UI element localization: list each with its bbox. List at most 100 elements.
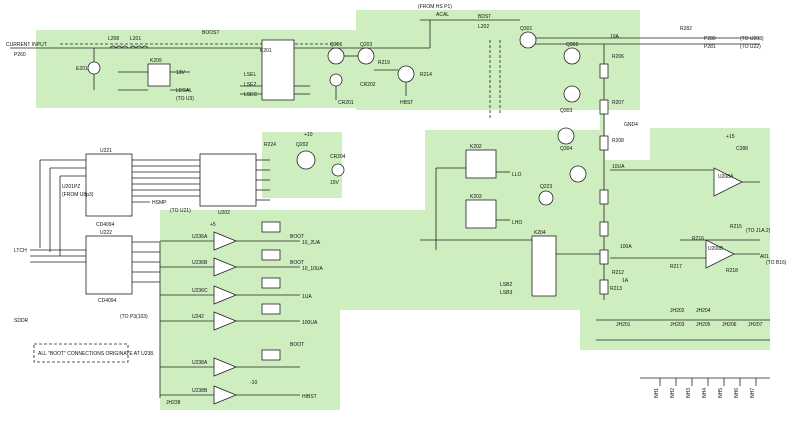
- label-10ua: 10UA: [612, 164, 625, 170]
- label-cd4094b: CD4094: [98, 298, 117, 304]
- label-10a: 10A: [610, 34, 620, 40]
- label-l201: L201: [130, 36, 141, 42]
- label-q303: Q303: [560, 108, 572, 114]
- label-to-p3: (TO P3(103): [120, 314, 148, 320]
- label-lsel: LSEL: [244, 72, 256, 78]
- label-k209: K209: [150, 58, 162, 64]
- bottom-legend: NH1 NH2 NH3 NH4 NH5 NH6 NH7: [654, 388, 756, 398]
- label-legal: LEGAL: [176, 88, 192, 94]
- label-c288: C288: [736, 146, 748, 152]
- label-out-10-2ua: 10_2UA: [302, 240, 321, 246]
- label-q223: Q223: [540, 184, 552, 190]
- label-lsb2: LSB2: [500, 282, 512, 288]
- label-u236a: U236A: [192, 234, 208, 240]
- label-u222: U222: [100, 230, 112, 236]
- label-r219: R219: [378, 60, 390, 66]
- highlight-driver-block: [160, 210, 340, 410]
- label-from-hs-p1: (FROM HS P1): [418, 4, 452, 10]
- label-jh205: JH205: [696, 322, 711, 328]
- label-q304: Q304: [560, 146, 572, 152]
- label-u238a: U238A: [192, 360, 208, 366]
- label-k203: K203: [470, 194, 482, 200]
- label-lsb3: LSB3: [500, 290, 512, 296]
- legend-nh7: NH7: [750, 388, 756, 398]
- label-to-u21: (TO U21): [170, 208, 191, 214]
- label-k202: K202: [470, 144, 482, 150]
- label-r206: R206: [612, 54, 624, 60]
- label-note: ALL "BOOT" CONNECTIONS ORIGINATE AT U238…: [38, 351, 154, 357]
- label-llo: LLO: [512, 172, 522, 178]
- label-r218: R218: [726, 268, 738, 274]
- label-out-boost-3: BOOT: [290, 342, 304, 348]
- label-q206: Q206: [330, 42, 342, 48]
- label-out-boost-2: BOOT: [290, 260, 304, 266]
- label-15v: 15V: [330, 180, 340, 186]
- legend-nh1: NH1: [654, 388, 660, 398]
- label-current-input: CURRENT INPUT: [6, 42, 47, 48]
- label-r213: R213: [610, 286, 622, 292]
- label-cr204: CR204: [330, 154, 346, 160]
- label-u236c: U236C: [192, 288, 208, 294]
- label-to-u22: (TO U22): [740, 44, 761, 50]
- label-cr201: CR201: [338, 100, 354, 106]
- label-q202b: Q202: [296, 142, 308, 148]
- label-r207: R207: [612, 100, 624, 106]
- label-acal: ACAL: [436, 12, 449, 18]
- legend-nh3: NH3: [686, 388, 692, 398]
- label-r212: R212: [612, 270, 624, 276]
- label-u208b: U208B: [708, 246, 724, 252]
- label-u238b: U238B: [192, 388, 208, 394]
- label-cr202: CR202: [360, 82, 376, 88]
- label-u201pz: U201PZ: [62, 184, 80, 190]
- label-u236b: U236B: [192, 260, 208, 266]
- label-bdst: BDST: [478, 14, 491, 20]
- label-ltch: LTCH: [14, 248, 27, 254]
- label-p260: P260: [14, 52, 26, 58]
- label-r282: R282: [680, 26, 692, 32]
- label-u202: U202: [218, 210, 230, 216]
- label-r214: R214: [420, 72, 432, 78]
- label-r208: R208: [612, 138, 624, 144]
- label-gnd4: GND4: [624, 122, 638, 128]
- label-to-u3: (TO U3): [176, 96, 194, 102]
- label-r217: R217: [670, 264, 682, 270]
- label-a01: A01: [760, 254, 769, 260]
- label-u208a: U208A: [718, 174, 734, 180]
- label-jh207: JH207: [748, 322, 763, 328]
- label-l208: L208: [108, 36, 119, 42]
- label-out-hibst: HIBST: [302, 394, 317, 400]
- label-plus10: +10: [304, 132, 313, 138]
- label-r224: R224: [264, 142, 276, 148]
- label-q301: Q301: [520, 26, 532, 32]
- label-to-j1a2: (TO J1A.2): [746, 228, 771, 234]
- label-hsmp: HSMP: [152, 200, 167, 206]
- label-p280: P280: [704, 36, 716, 42]
- label-plus15: +15: [726, 134, 735, 140]
- label-plus5: +5: [210, 222, 216, 228]
- note-box: [33, 343, 129, 363]
- label-13v: 13V: [176, 70, 186, 76]
- label-r215: R215: [730, 224, 742, 230]
- label-jh238: JH238: [166, 400, 181, 406]
- label-jh206: JH206: [722, 322, 737, 328]
- label-out-100ua: 100UA: [302, 320, 318, 326]
- label-u221: U221: [100, 148, 112, 154]
- label-1a: 1A: [622, 278, 629, 284]
- label-jh202: JH202: [670, 308, 685, 314]
- highlight-switch-block: [340, 210, 580, 310]
- label-to-b16: (TO B16): [766, 260, 787, 266]
- label-lse2: LSE2: [244, 82, 256, 88]
- label-from-u8p3: (FROM U8p3): [62, 192, 94, 198]
- label-boost-top: BOOST: [202, 30, 220, 36]
- label-k201: K201: [260, 48, 272, 54]
- label-out-boost-1: BOOT: [290, 234, 304, 240]
- label-lsec: LSEC: [244, 92, 257, 98]
- legend-nh4: NH4: [702, 388, 708, 398]
- label-l202: L202: [478, 24, 489, 30]
- label-jh203: JH203: [670, 322, 685, 328]
- label-u242: U242: [192, 314, 204, 320]
- label-lho: LHO: [512, 220, 522, 226]
- label-minus10: -10: [250, 380, 257, 386]
- label-jh201: JH201: [616, 322, 631, 328]
